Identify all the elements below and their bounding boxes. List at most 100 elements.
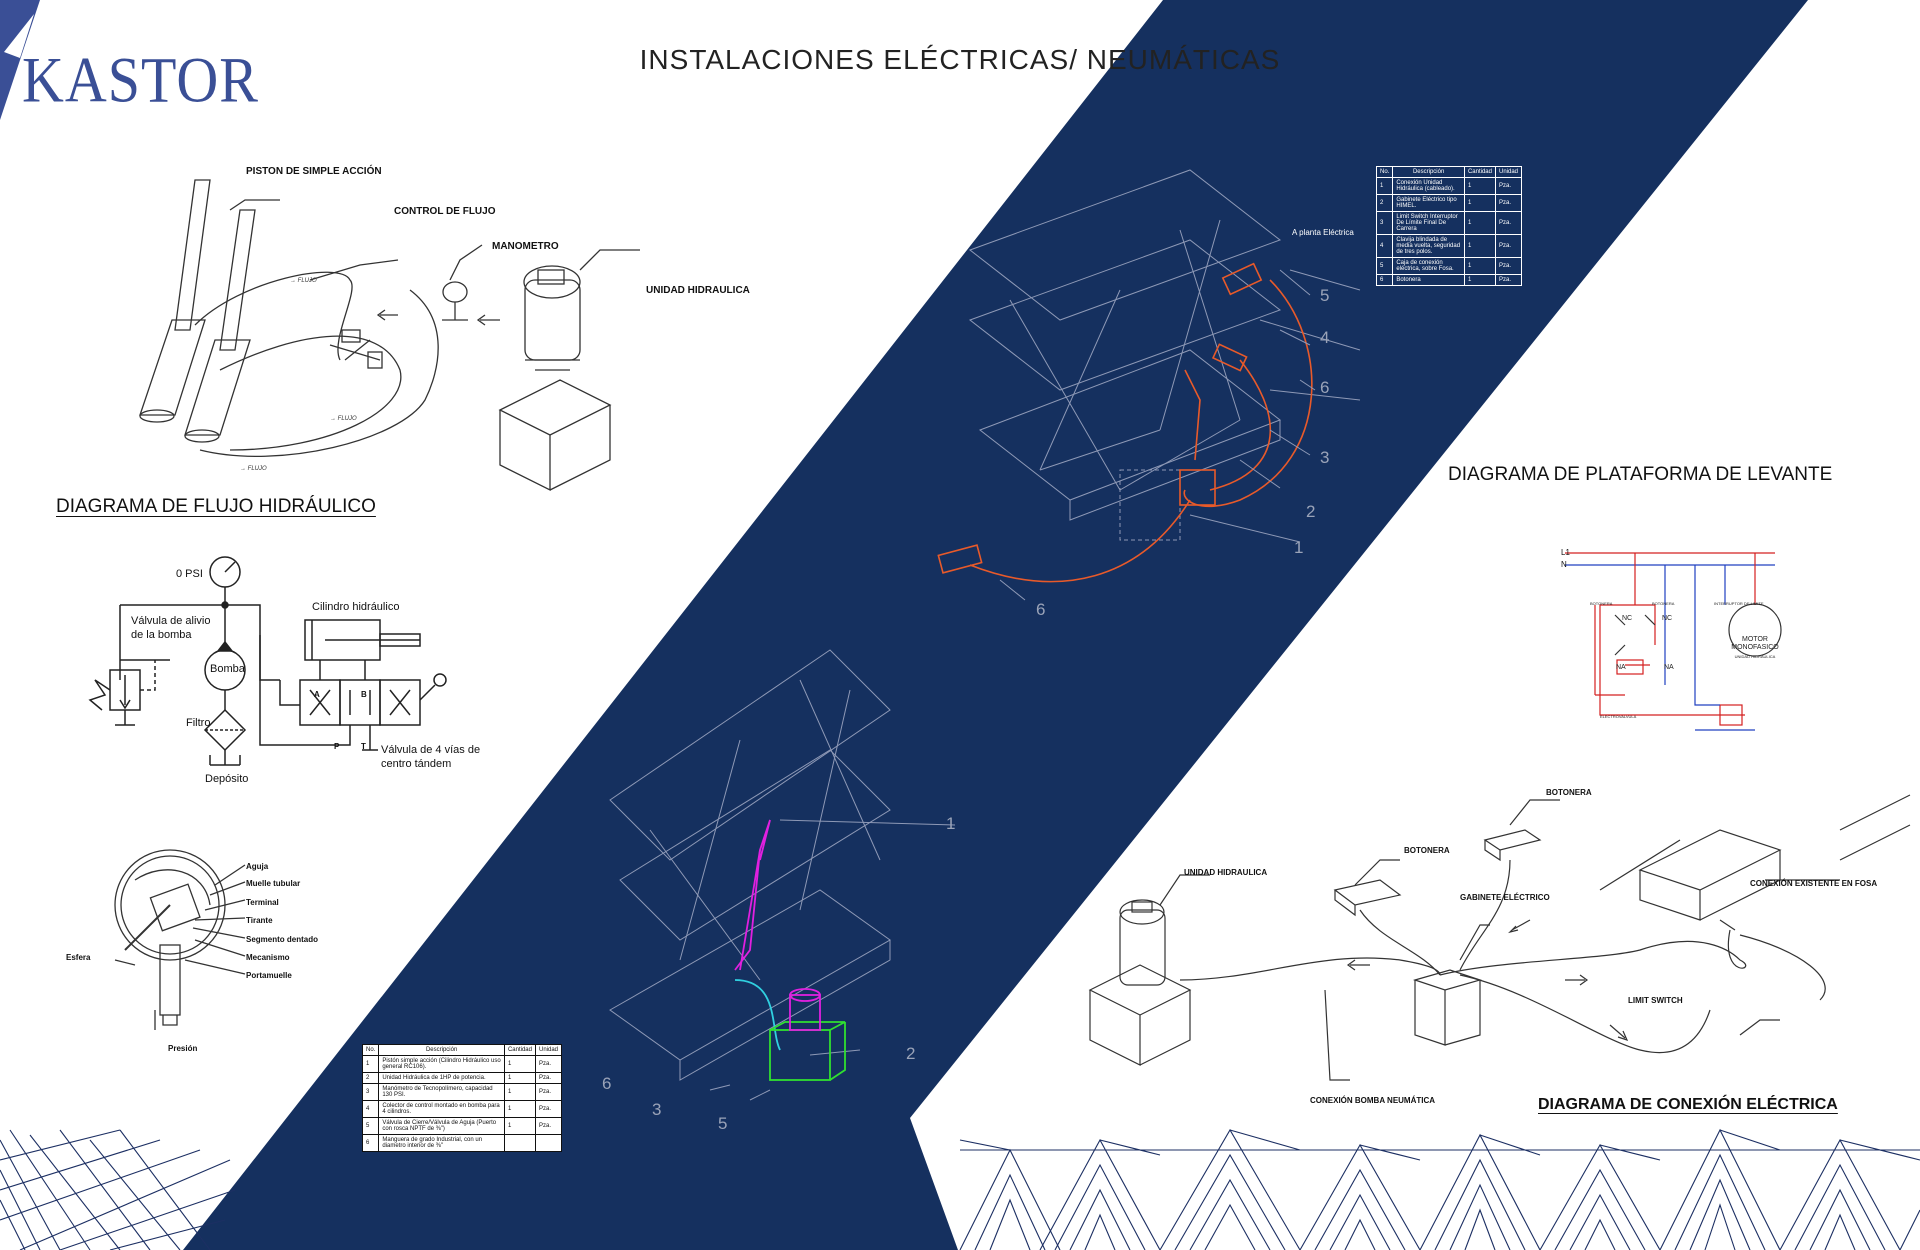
bom-top-cell: 1 [1463, 234, 1496, 258]
schematic-nc-b: NC [1662, 615, 1673, 622]
bom-top-cell: 1 [1463, 211, 1496, 235]
bom-bottom-cell: Válvula de Cierre/Válvula de Aguja (Puer… [378, 1117, 505, 1135]
top-callout-6: 6 [1320, 378, 1330, 397]
svg-text:→ FLUJO: → FLUJO [330, 416, 357, 422]
gauge-detail-drawing [114, 849, 246, 1030]
bom-top-cell: 3 [1375, 211, 1394, 235]
bom-top-h2: Cantidad [1463, 166, 1496, 178]
bom-bottom-cell: Pza. [534, 1100, 563, 1118]
bom-bottom-cell [534, 1134, 563, 1152]
bom-top-cell: Pza. [1494, 257, 1523, 275]
bom-bottom-h0: No. [361, 1044, 380, 1056]
bom-bottom-cell: 1 [503, 1072, 536, 1084]
kastor-logo: KASTOR [0, 0, 258, 122]
bom-bottom-cell: Pza. [534, 1083, 563, 1101]
port-b: B [361, 690, 367, 699]
bottom-callout-6: 6 [602, 1074, 612, 1093]
bom-bottom-cell: Colector de control montado en bomba par… [378, 1100, 505, 1118]
bom-bottom-cell: Pza. [534, 1117, 563, 1135]
electrical-connection-title: DIAGRAMA DE CONEXIÓN ELÉCTRICA [1538, 1096, 1838, 1113]
bom-bottom-h2: Cantidad [503, 1044, 536, 1056]
top-callout-3: 3 [1320, 448, 1330, 467]
line-n: N [1561, 560, 1567, 569]
label-hydraulic-unit: UNIDAD HIDRAULICA [646, 285, 750, 296]
hydraulic-schematic-drawing [88, 556, 447, 766]
bom-bottom-h1: Descripción [378, 1044, 505, 1056]
schematic-tank: Depósito [205, 773, 249, 785]
bottom-callout-2: 2 [906, 1044, 916, 1063]
schematic-pump: Bomba [210, 663, 245, 675]
schematic-relief-valve: Válvula de alivio de la bomba [131, 615, 211, 641]
bom-bottom-h3: Unidad [534, 1044, 563, 1056]
bom-top-cell: Pza. [1494, 211, 1523, 235]
platform-diagram-title: DIAGRAMA DE PLATAFORMA DE LEVANTE [1448, 464, 1833, 485]
bom-top-cell: Gabinete Eléctrico tipo HIMEL. [1392, 194, 1465, 212]
port-t: T [361, 742, 366, 751]
logo-text: KASTOR [22, 43, 259, 116]
bottom-callout-3: 3 [652, 1100, 662, 1119]
bottom-callout-5: 5 [718, 1114, 728, 1133]
bom-top-cell: 1 [1463, 177, 1496, 195]
bom-bottom-cell: Pza. [534, 1055, 563, 1073]
label-flow-control: CONTROL DE FLUJO [394, 206, 496, 217]
schematic-cylinder: Cilindro hidráulico [312, 601, 400, 613]
bom-top-cell: 1 [1463, 194, 1496, 212]
gauge-part-4: Segmento dentado [246, 935, 319, 944]
schematic-motor-sub: UNIDAD HIDRAULICA [1734, 654, 1776, 659]
bom-top-cell: 1 [1463, 274, 1496, 286]
bom-top-cell: Botonera [1392, 274, 1465, 286]
schematic-na-b: NA [1664, 664, 1674, 671]
top-callout-1: 1 [1294, 538, 1304, 557]
gauge-part-5: Mecanismo [246, 953, 290, 962]
bom-top-cell: Pza. [1494, 194, 1523, 212]
bom-top-cell: 4 [1375, 234, 1394, 258]
gauge-pressure-label: Presión [168, 1044, 198, 1053]
top-callout-2: 2 [1306, 502, 1316, 521]
top-note: A planta Eléctrica [1292, 228, 1354, 237]
gauge-part-3: Tirante [246, 916, 273, 925]
conn-label-limit: LIMIT SWITCH [1628, 996, 1683, 1005]
bom-top-cell: Pza. [1494, 177, 1523, 195]
electrical-connection-drawing [1088, 794, 1911, 1081]
port-p: P [334, 742, 340, 751]
bom-bottom-cell: 2 [361, 1072, 380, 1084]
schematic-botonera-b: BOTONERA [1652, 601, 1675, 606]
conn-label-botonera2: BOTONERA [1546, 788, 1592, 797]
schematic-valve: Válvula de 4 vías de centro tándem [381, 744, 481, 770]
bom-bottom-cell: 1 [503, 1055, 536, 1073]
bom-bottom-cell: Pza. [534, 1072, 563, 1084]
bom-top-cell: 2 [1375, 194, 1394, 212]
gauge-part-6: Portamuelle [246, 971, 292, 980]
schematic-filter: Filtro [186, 717, 211, 729]
bom-bottom-cell: 5 [361, 1117, 380, 1135]
logo-emblem [0, 0, 40, 120]
bom-top-cell: Conexión Unidad Hidráulica (cableado). [1392, 177, 1465, 195]
lift-table-bottom-drawing [609, 649, 956, 1101]
gauge-part-1: Muelle tubular [246, 879, 301, 888]
schematic-valve: ELECTROVALVULA [1600, 714, 1637, 719]
bom-top-h0: No. [1375, 166, 1394, 178]
conn-label-existing: CONEXIÓN EXISTENTE EN FOSA [1750, 879, 1878, 888]
schematic-pressure: 0 PSI [176, 568, 203, 580]
bom-top-cell: Pza. [1494, 234, 1523, 258]
bom-bottom-cell: 1 [361, 1055, 380, 1073]
bom-top-cell: 1 [1463, 257, 1496, 275]
schematic-limit: INTERRUPTOR DE LIMITE [1714, 601, 1764, 606]
conn-label-botonera1: BOTONERA [1404, 846, 1450, 855]
lift-table-top-drawing [937, 169, 1361, 601]
bom-bottom-cell: 1 [503, 1083, 536, 1101]
bom-bottom-cell: 6 [361, 1134, 380, 1152]
bom-top-cell: Pza. [1494, 274, 1523, 286]
bom-bottom-cell: Unidad Hidráulica de 1HP de potencia. [378, 1072, 505, 1084]
hydraulic-flow-drawing: → FLUJO → FLUJO → FLUJO [139, 179, 640, 492]
svg-text:→ FLUJO: → FLUJO [290, 278, 317, 284]
top-callout-4: 4 [1320, 328, 1330, 347]
bom-top-cell: Caja de conexión eléctrica, sobre Fosa. [1392, 257, 1465, 275]
svg-text:→ FLUJO: → FLUJO [240, 466, 267, 472]
gauge-sphere-label: Esfera [66, 953, 91, 962]
schematic-motor: MOTOR MONOFASICO [1731, 636, 1779, 651]
label-piston: PISTON DE SIMPLE ACCIÓN [246, 166, 382, 177]
gauge-part-0: Aguja [246, 862, 269, 871]
